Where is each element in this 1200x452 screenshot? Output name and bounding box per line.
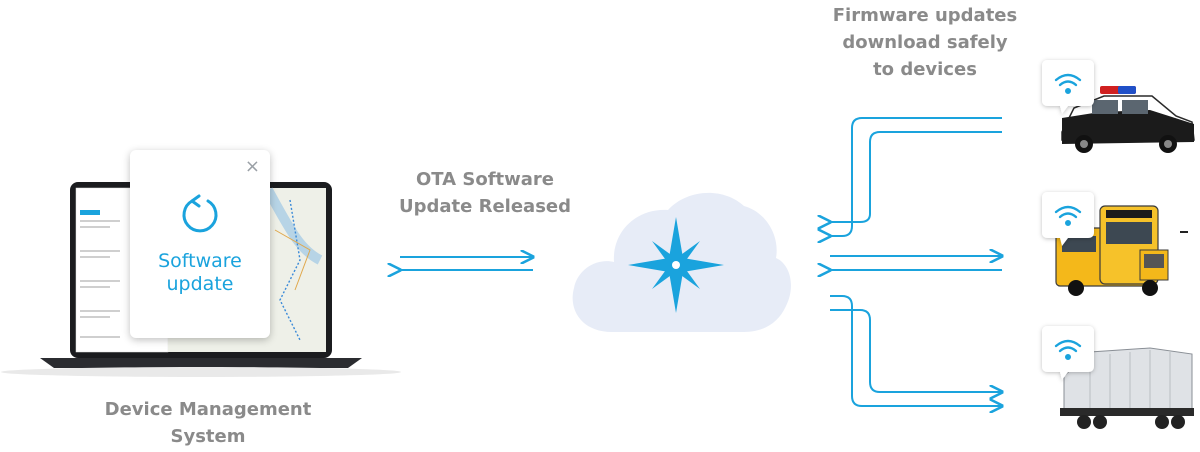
close-icon[interactable]: ×	[244, 156, 260, 177]
ota-label: OTA Software Update Released	[398, 169, 571, 217]
police-car	[1061, 86, 1195, 153]
wifi-icon	[1054, 73, 1082, 95]
card-title: Software update	[158, 250, 242, 295]
wifi-bubble-bus	[1042, 192, 1094, 246]
rail-car	[1060, 347, 1194, 429]
ota-arrows	[400, 257, 533, 270]
device-management-label: Device Management System	[104, 399, 312, 447]
software-update-card: × Software update	[130, 150, 270, 338]
firmware-label: Firmware updates download safely to devi…	[832, 5, 1018, 80]
wifi-icon	[1054, 205, 1082, 227]
school-bus	[1055, 205, 1188, 296]
compass-star-icon	[628, 217, 724, 313]
wifi-bubble-police	[1042, 60, 1094, 114]
wifi-bubble-rail	[1042, 326, 1094, 380]
device-arrows	[830, 117, 1002, 406]
wifi-icon	[1054, 339, 1082, 361]
refresh-icon	[182, 194, 218, 233]
